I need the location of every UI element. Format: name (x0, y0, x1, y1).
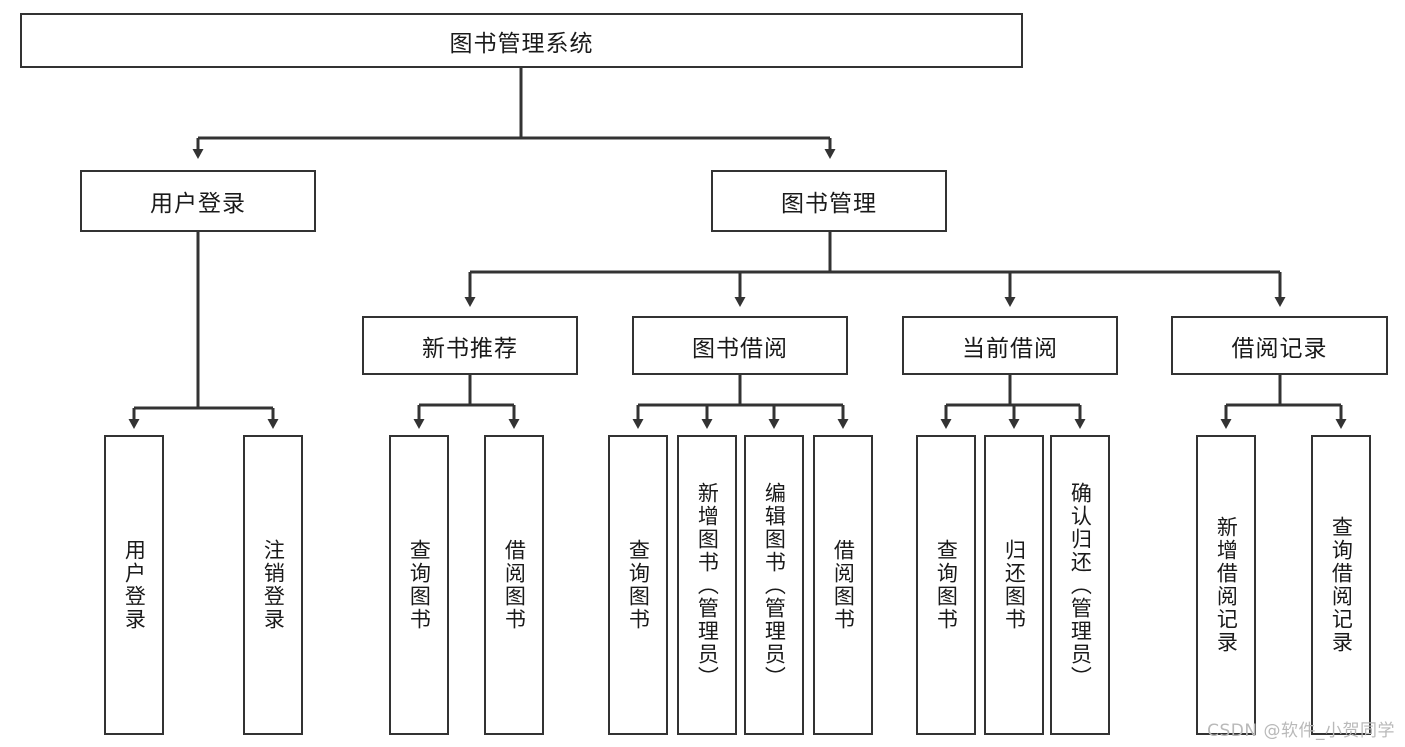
node-book-borrow[interactable]: 图书借阅 (632, 316, 848, 375)
node-book-manage[interactable]: 图书管理 (711, 170, 947, 232)
node-new-book-recommend[interactable]: 新书推荐 (362, 316, 578, 375)
node-leaf-query-borrow-record-label: 查询借阅记录 (1329, 516, 1354, 654)
node-current-borrow-label: 当前借阅 (962, 335, 1058, 362)
node-leaf-edit-book-admin-label: 编辑图书（管理员） (762, 481, 787, 689)
node-book-borrow-label: 图书借阅 (692, 335, 788, 362)
node-leaf-return-book[interactable]: 归还图书 (984, 435, 1044, 735)
node-leaf-query-book-current-label: 查询图书 (934, 539, 959, 631)
node-root[interactable]: 图书管理系统 (20, 13, 1023, 68)
node-leaf-logout[interactable]: 注销登录 (243, 435, 303, 735)
node-leaf-confirm-return-admin-label: 确认归还（管理员） (1068, 481, 1093, 689)
node-leaf-query-book-borrow-label: 查询图书 (626, 539, 651, 631)
watermark-text: CSDN @软件_小贺同学 (1207, 721, 1395, 741)
node-new-book-recommend-label: 新书推荐 (422, 335, 518, 362)
node-root-label: 图书管理系统 (449, 30, 594, 57)
node-leaf-user-login-label: 用户登录 (122, 539, 147, 631)
node-borrow-record-label: 借阅记录 (1231, 335, 1328, 362)
node-leaf-logout-label: 注销登录 (261, 539, 286, 631)
node-leaf-add-borrow-record-label: 新增借阅记录 (1214, 516, 1239, 654)
node-current-borrow[interactable]: 当前借阅 (902, 316, 1118, 375)
node-leaf-query-book-borrow[interactable]: 查询图书 (608, 435, 668, 735)
node-borrow-record[interactable]: 借阅记录 (1171, 316, 1388, 375)
node-leaf-query-borrow-record[interactable]: 查询借阅记录 (1311, 435, 1371, 735)
node-leaf-add-borrow-record[interactable]: 新增借阅记录 (1196, 435, 1256, 735)
node-leaf-return-book-label: 归还图书 (1002, 539, 1027, 631)
node-leaf-confirm-return-admin[interactable]: 确认归还（管理员） (1050, 435, 1110, 735)
node-leaf-query-book-recommend-label: 查询图书 (407, 539, 432, 631)
node-leaf-query-book-recommend[interactable]: 查询图书 (389, 435, 449, 735)
node-user-login-label: 用户登录 (150, 191, 246, 217)
node-leaf-edit-book-admin[interactable]: 编辑图书（管理员） (744, 435, 804, 735)
node-leaf-borrow-book[interactable]: 借阅图书 (813, 435, 873, 735)
node-user-login[interactable]: 用户登录 (80, 170, 316, 232)
node-leaf-add-book-admin-label: 新增图书（管理员） (695, 481, 720, 689)
node-book-manage-label: 图书管理 (781, 191, 877, 217)
node-leaf-query-book-current[interactable]: 查询图书 (916, 435, 976, 735)
node-leaf-user-login[interactable]: 用户登录 (104, 435, 164, 735)
node-leaf-borrow-book-recommend-label: 借阅图书 (502, 539, 527, 631)
node-leaf-borrow-book-label: 借阅图书 (831, 539, 856, 631)
node-leaf-borrow-book-recommend[interactable]: 借阅图书 (484, 435, 544, 735)
node-leaf-add-book-admin[interactable]: 新增图书（管理员） (677, 435, 737, 735)
